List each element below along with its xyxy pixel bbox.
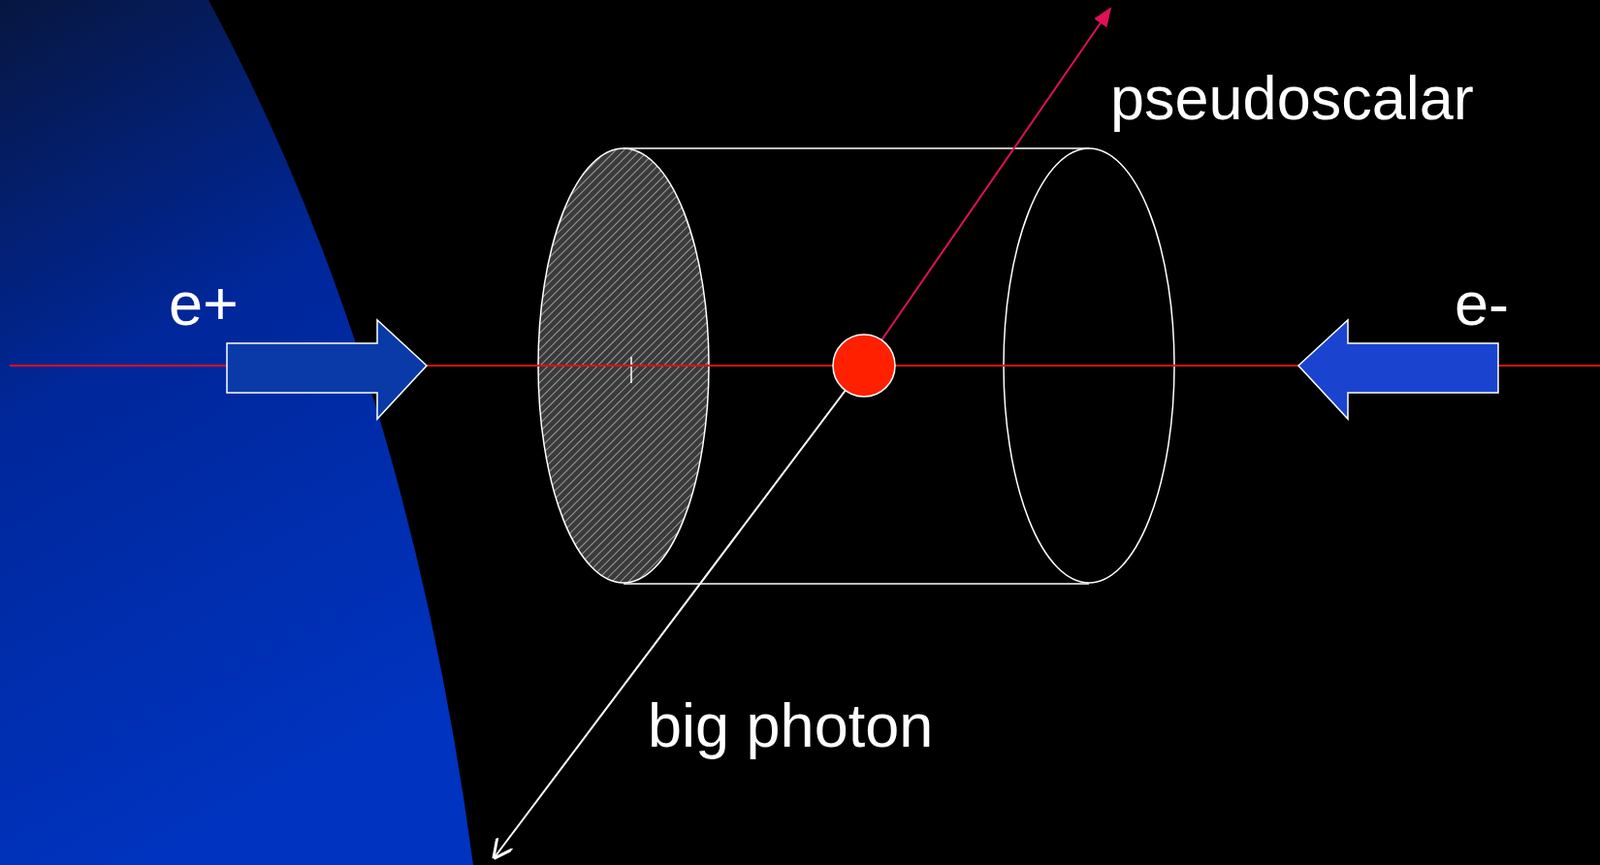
blue-region	[0, 0, 474, 865]
collision-point	[832, 334, 896, 397]
positron-arrow	[226, 320, 427, 419]
electron-arrow	[1298, 320, 1499, 419]
beam-label: e+	[168, 273, 239, 335]
particle-label: pseudoscalar	[1110, 67, 1474, 129]
tick-mark	[630, 356, 633, 384]
cylinder-edge	[623, 147, 1089, 150]
beam-label: e-	[1454, 273, 1509, 335]
particle-label: big photon	[647, 695, 933, 757]
cylinder-edge	[623, 582, 1089, 585]
pseudoscalar-track	[864, 8, 1111, 366]
photon-track	[494, 365, 864, 858]
